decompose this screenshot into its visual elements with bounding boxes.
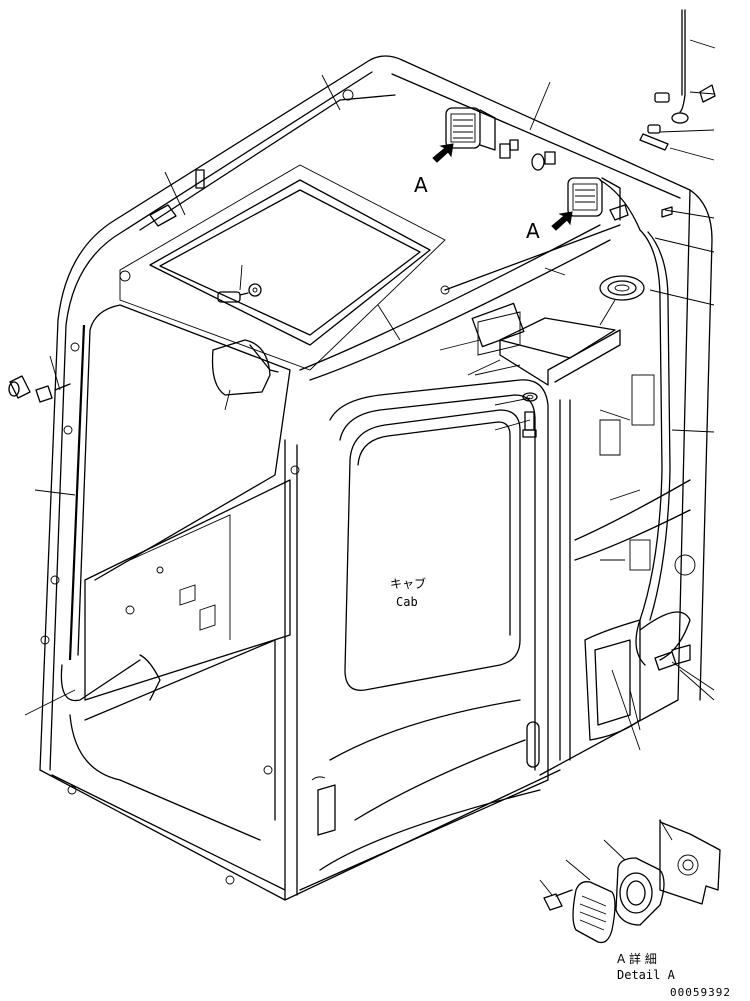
frame-bolt-holes [40,89,450,885]
speaker-front [567,177,621,221]
view-marker-1: A [414,173,428,197]
left-window [60,304,291,702]
cab-door [299,379,549,891]
cab-outer-frame [39,55,713,901]
wiring-harness [139,179,691,701]
view-marker-2: A [526,219,540,243]
right-side [559,374,696,761]
roof-window [119,164,446,371]
detail-label-jp: A 詳 細 [617,951,657,966]
roof-trim [139,94,621,381]
detail-label-en: Detail A [617,968,676,982]
view-arrows [432,143,573,231]
speaker-rear [445,107,496,151]
cab-label-en: Cab [396,595,418,609]
roof-connectors [499,139,673,221]
room-lamp [211,283,279,396]
cab-label-jp: キャブ [390,576,426,591]
antenna [639,9,716,151]
left-hardware [8,169,205,403]
rear-panel [69,479,291,841]
label-plates [477,311,621,456]
mounting-bracket [471,302,621,386]
leader-lines [24,39,716,896]
roof-speaker-grille [599,275,645,301]
detail-a [543,819,721,944]
right-bolt [654,644,691,671]
drawing-number: 00059392 [670,986,731,999]
